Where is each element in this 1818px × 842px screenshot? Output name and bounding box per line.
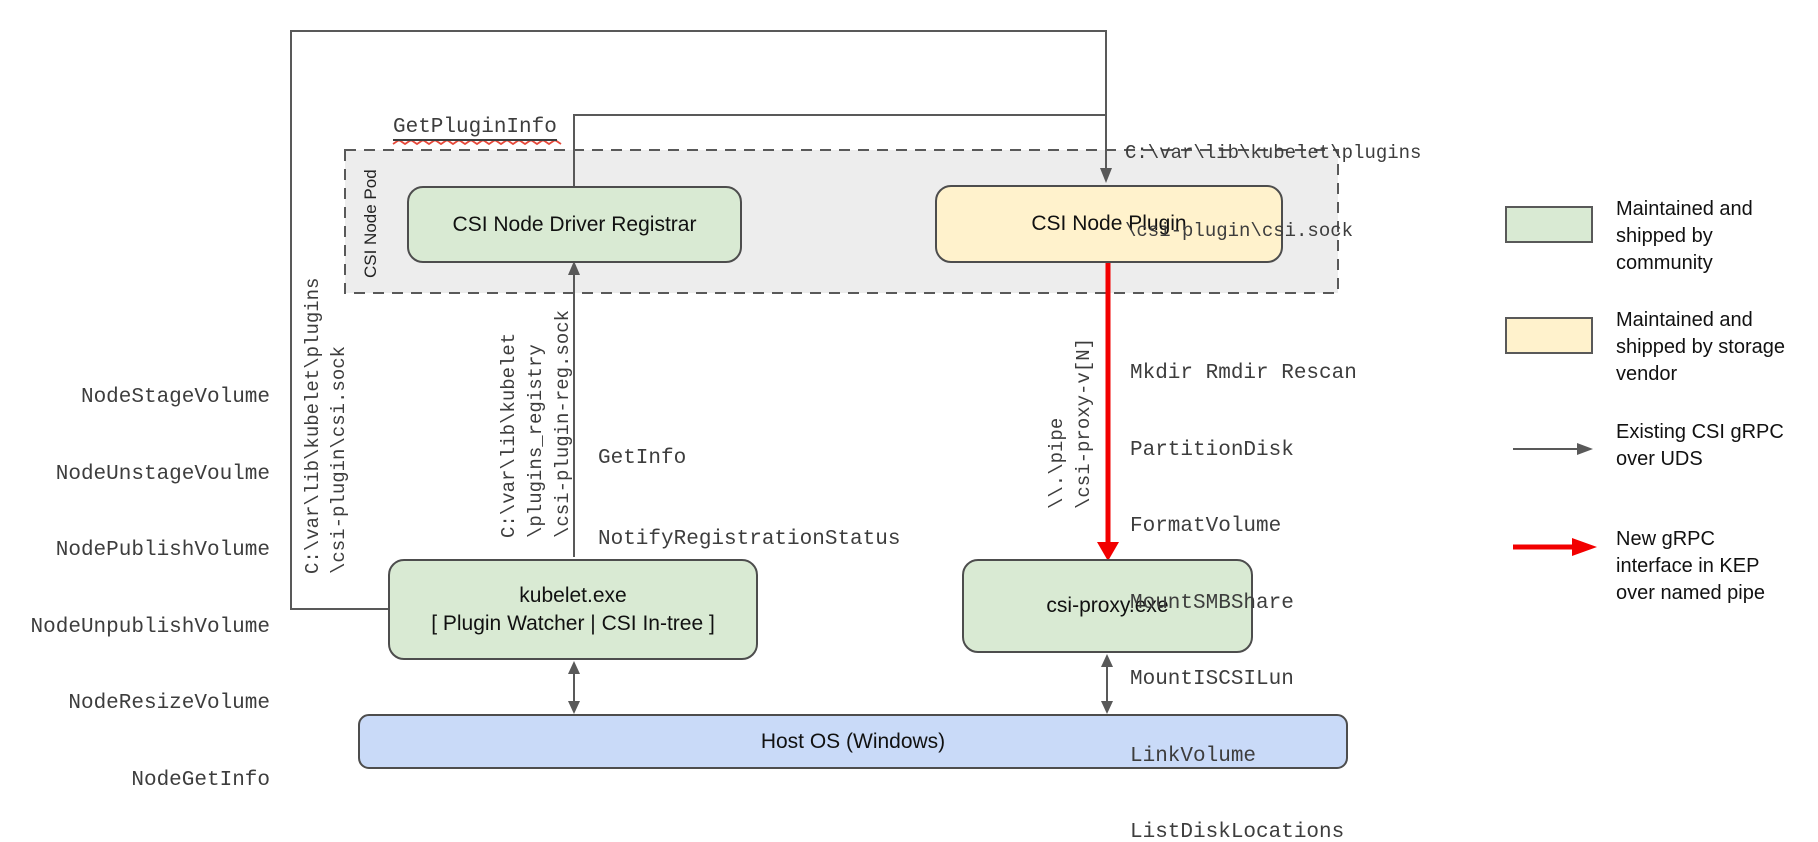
proxy-host-arrowhead-down-icon — [1101, 701, 1113, 714]
host-os-label: Host OS (Windows) — [760, 729, 946, 753]
proxy-calls-list: Mkdir Rmdir Rescan PartitionDisk FormatV… — [1130, 362, 1357, 842]
registry-sock-path-label: C:\var\lib\kubelet \plugins_registry \cs… — [498, 309, 574, 538]
csi-node-pod-label: CSI Node Pod — [361, 169, 380, 278]
csi-node-plugin-box: CSI Node Plugin — [935, 185, 1283, 263]
kubelet-subtitle: [ Plugin Watcher | CSI In-tree ] — [431, 611, 715, 635]
proxy-host-arrowhead-up-icon — [1101, 654, 1113, 667]
proxy-red-arrowhead-icon — [1097, 542, 1119, 561]
registrar-arrowhead-icon — [568, 261, 580, 275]
legend-uds-text: Existing CSI gRPC over UDS — [1616, 421, 1784, 470]
legend-vendor-swatch — [1505, 317, 1593, 354]
registration-calls-list: GetInfo NotifyRegistrationStatus — [598, 447, 901, 551]
kubelet-title: kubelet.exe — [519, 583, 627, 607]
csi-proxy-pipe-label: \\.\pipe \csi-proxy-v[N] — [1046, 337, 1095, 509]
getplugininfo-path — [573, 114, 1105, 186]
registrar-label: CSI Node Driver Registrar — [452, 212, 697, 236]
spellcheck-squiggle-icon — [392, 138, 562, 146]
node-calls-list: NodeStageVolume NodeUnstageVoulme NodePu… — [30, 386, 270, 792]
kubelet-host-arrowhead-down-icon — [568, 701, 580, 714]
legend-pipe-red-arrowhead-icon — [1572, 538, 1597, 556]
kubelet-box: kubelet.exe [ Plugin Watcher | CSI In-tr… — [388, 559, 758, 660]
legend-vendor-text: Maintained and shipped by storage vendor — [1616, 309, 1786, 385]
host-os-box: Host OS (Windows) — [358, 714, 1348, 769]
kubelet-to-plugin-path — [290, 30, 1107, 610]
legend-community-swatch — [1505, 206, 1593, 243]
legend-community-text: Maintained and shipped by community — [1616, 198, 1753, 274]
kubelet-host-arrowhead-up-icon — [568, 661, 580, 674]
legend-uds-arrowhead-icon — [1577, 443, 1593, 455]
legend-pipe-text: New gRPC interface in KEP over named pip… — [1616, 528, 1765, 604]
plugin-sock-path-label: C:\var\lib\kubelet\plugins \csi-plugin\c… — [1125, 142, 1422, 242]
plugin-label: CSI Node Plugin — [1031, 212, 1187, 235]
csi-proxy-label: csi-proxy.exe — [1046, 594, 1169, 617]
plugin-sock-path-vertical-label: C:\var\lib\kubelet\plugins \csi-plugin\c… — [302, 277, 350, 574]
csi-node-driver-registrar-box: CSI Node Driver Registrar — [407, 186, 742, 263]
getplugininfo-label: GetPluginInfo — [393, 116, 557, 141]
csi-proxy-box: csi-proxy.exe — [962, 559, 1253, 653]
plugin-arrowhead-icon — [1100, 168, 1112, 183]
